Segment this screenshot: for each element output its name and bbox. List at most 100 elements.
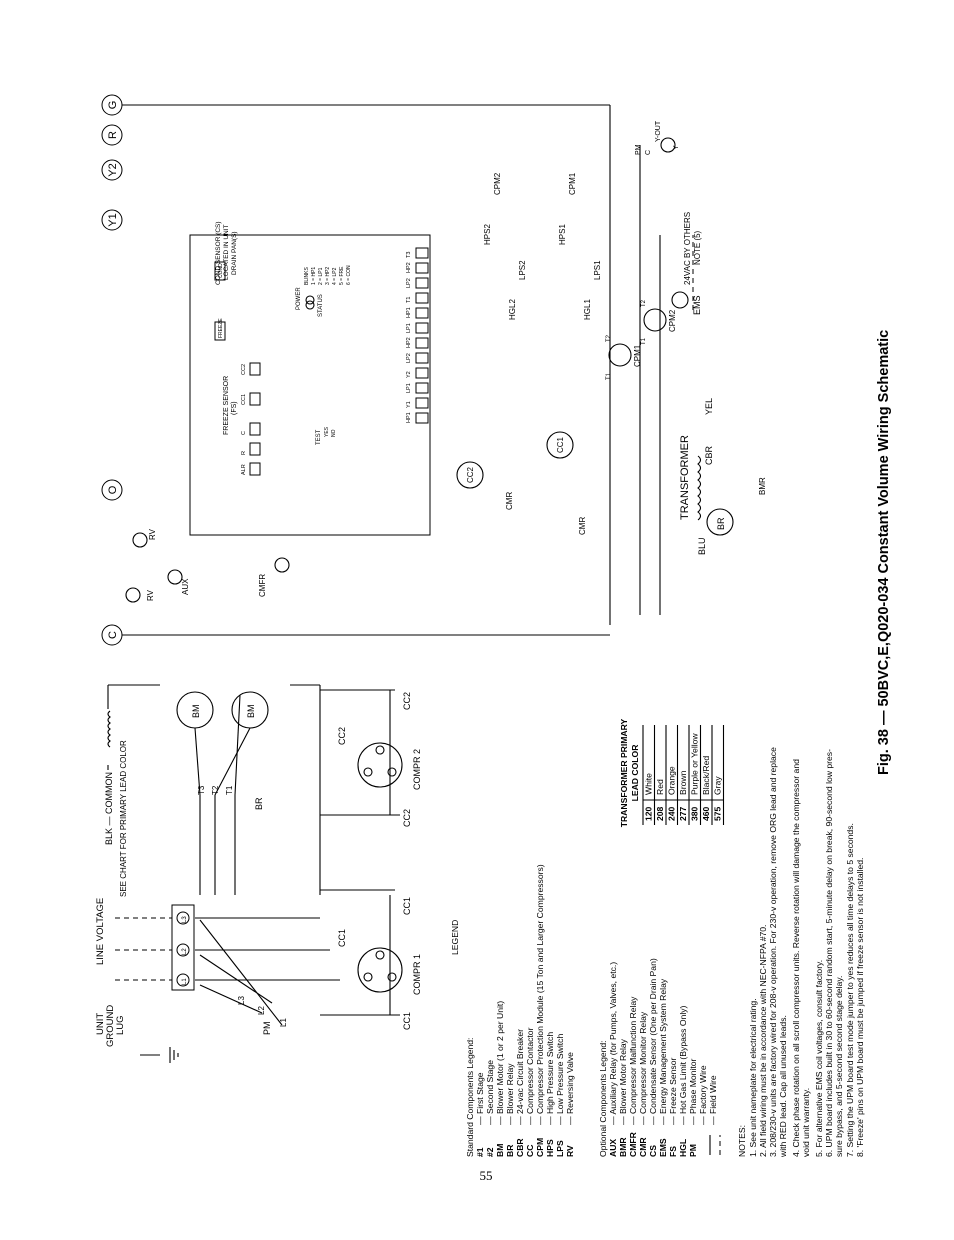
- page-number: 55: [479, 1168, 493, 1183]
- board-pin: [249, 422, 261, 436]
- cc2-label-b: CC2: [402, 692, 412, 710]
- terminal-y1: Y1: [107, 213, 119, 226]
- table-cell-color: Purple or Yellow: [690, 733, 700, 795]
- board-pin-label: HP1: [406, 412, 412, 423]
- no-label: NO: [331, 429, 337, 437]
- table-cell-voltage: 460: [701, 806, 711, 821]
- board-pin-label: Y2: [406, 371, 412, 378]
- table-title-1: TRANSFORMER PRIMARY: [619, 718, 629, 827]
- status-label: STATUS: [318, 294, 324, 317]
- blink-code: 5 = FRE: [339, 266, 345, 285]
- standard-legend-desc: — Reversing Valve: [565, 1052, 575, 1125]
- compressor-2-icon: [357, 742, 403, 788]
- pm-l1: L1: [279, 1018, 288, 1027]
- cpm1-t2: T2: [606, 334, 612, 342]
- test-label: TEST: [316, 429, 322, 445]
- line-voltage-label: LINE VOLTAGE: [95, 898, 106, 965]
- board-pin: [249, 462, 261, 476]
- standard-legend-desc: — 24-vac Circuit Breaker: [515, 1029, 525, 1125]
- board-pin-label: R: [241, 451, 247, 455]
- standard-legend-desc: — Blower Motor (1 or 2 per Unit): [495, 1001, 505, 1125]
- board-pin: [415, 367, 429, 379]
- unit-ground-lug-label: GROUND: [105, 1005, 116, 1047]
- yel-label: YEL: [704, 398, 714, 415]
- board-pin: [249, 362, 261, 376]
- blink-code: 6 = CON: [346, 265, 352, 285]
- board-pin: [249, 442, 261, 456]
- cpm1-right-label: CPM1: [568, 172, 577, 195]
- vac-by-others-label: 24VAC BY OTHERS: [683, 212, 692, 285]
- table-cell-color: Gray: [713, 776, 723, 795]
- terminal-c: C: [107, 631, 119, 639]
- optional-legend-desc: — Phase Monitor: [688, 1058, 698, 1125]
- cond-sensor-label-1: COND SENSOR (CS): [215, 221, 222, 285]
- rv-label: RV: [146, 589, 155, 601]
- board-pin: [415, 247, 429, 259]
- table-cell-voltage: 240: [667, 806, 677, 821]
- note-line: 6. UPM board includes built in 30 to 60-…: [824, 749, 834, 1157]
- compr1-label: COMPR 1: [412, 954, 422, 995]
- standard-legend-desc: — High Pressure Switch: [545, 1032, 555, 1125]
- optional-legend-desc: — Compressor Monitor Relay: [638, 1011, 648, 1125]
- optional-legend-desc: — Condensate Sensor (One per Drain Pan): [648, 958, 658, 1125]
- power-section: LINE VOLTAGE UNIT GROUND LUG BLK — COMMO…: [95, 684, 422, 1063]
- board-pin-label: LP2: [406, 278, 412, 288]
- compressor-1-icon: [357, 947, 403, 993]
- note-line: 5. For alternative EMS coil voltages, co…: [814, 960, 824, 1157]
- y-label: Y: [673, 145, 680, 150]
- optional-legend-code: PM: [688, 1144, 698, 1157]
- board-pin-label: C: [241, 431, 247, 435]
- standard-legend-desc: — Compressor Protection Module (15 Ton a…: [535, 864, 545, 1125]
- table-cell-voltage: 120: [644, 806, 654, 821]
- cmfr-label: CMFR: [258, 574, 267, 597]
- pm-l2: L2: [257, 1006, 266, 1015]
- optional-legend-desc: — Auxiliary Relay (for Pumps, Valves, et…: [608, 962, 618, 1125]
- board-pin: [415, 397, 429, 409]
- cc1-label-b: CC1: [402, 897, 412, 915]
- standard-legend-code: BR: [505, 1144, 515, 1157]
- board-pin-label: ALR: [241, 464, 247, 475]
- t1-label: T1: [225, 785, 234, 795]
- standard-legend-code: LPS: [555, 1140, 565, 1157]
- board-pin: [415, 322, 429, 334]
- optional-legend-desc: — Compressor Malfunction Relay: [628, 996, 638, 1125]
- board-pin: [415, 292, 429, 304]
- terminal-o-icon: [101, 479, 123, 501]
- br-label: BR: [254, 797, 264, 810]
- hps2-label: HPS2: [483, 224, 492, 245]
- standard-legend-code: #2: [485, 1147, 495, 1157]
- standard-legend-code: CPM: [535, 1138, 545, 1157]
- legend-block: LEGEND Standard Components Legend: #1— F…: [450, 864, 721, 1157]
- standard-legend-code: HPS: [545, 1139, 555, 1157]
- bm-1-label: BM: [191, 705, 201, 719]
- board-pin-label: Y1: [406, 401, 412, 408]
- optional-legend-desc: — Energy Management System Relay: [658, 978, 668, 1125]
- note-line: with RED lead. Cap all unused leads.: [778, 1015, 788, 1158]
- note-line: sure bypass, and 5-second second stage d…: [834, 976, 844, 1157]
- pm-l3: L3: [237, 996, 246, 1005]
- compr2-label: COMPR 2: [412, 749, 422, 790]
- note-line: 3. 208/230-v units are factory wired for…: [768, 747, 778, 1157]
- standard-legend-code: #1: [475, 1147, 485, 1157]
- hgl2-label: HGL2: [508, 299, 517, 320]
- board-pin: [415, 277, 429, 289]
- board-pin: [415, 337, 429, 349]
- bmr-label: BMR: [758, 477, 767, 495]
- power-led: [305, 300, 315, 310]
- note-line: void unit warranty.: [801, 1088, 811, 1157]
- standard-legend-desc: — First Stage: [475, 1072, 485, 1125]
- board-pin-label: LP2: [406, 353, 412, 363]
- hps1-label: HPS1: [558, 224, 567, 245]
- blk-common-label: BLK — COMMON: [104, 772, 114, 845]
- yes-label: YES: [324, 426, 330, 437]
- standard-legend-code: RV: [565, 1145, 575, 1157]
- board-pin: [249, 392, 261, 406]
- note5-label: NOTE (5): [693, 230, 702, 265]
- cc2-label-c: CC2: [337, 727, 347, 745]
- status-led: [305, 295, 315, 305]
- freeze-sensor-label: FREEZE SENSOR: [223, 376, 230, 435]
- y-out-label: Y-OUT: [655, 120, 662, 142]
- terminal-y2: Y2: [107, 163, 119, 176]
- table-cell-voltage: 575: [713, 806, 723, 821]
